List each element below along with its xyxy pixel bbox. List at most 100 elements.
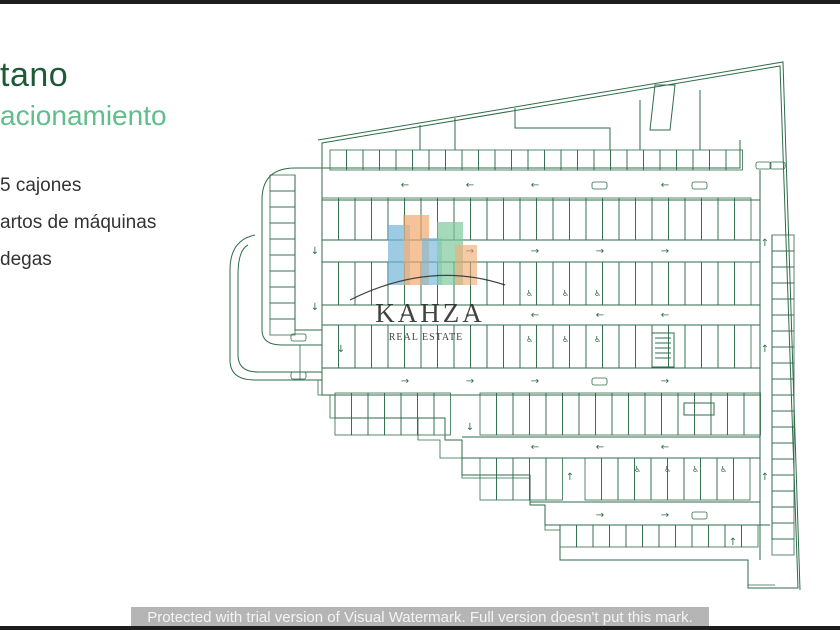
- parking-stall: [519, 261, 537, 306]
- arrow-right-icon: →: [596, 510, 604, 521]
- parking-stall: [593, 149, 611, 171]
- parking-stall: [684, 324, 702, 369]
- parking-stall: [486, 324, 504, 369]
- parking-stall: [651, 197, 669, 241]
- parking-stall: [479, 457, 497, 501]
- parking-stall: [701, 261, 719, 306]
- parking-stall: [536, 261, 554, 306]
- parking-stall: [644, 392, 662, 436]
- parking-stall: [651, 261, 669, 306]
- parking-stall: [269, 174, 296, 192]
- parking-stall: [354, 197, 372, 241]
- arrow-up-icon: ↑: [566, 472, 574, 483]
- parking-stall: [560, 149, 578, 171]
- parking-stall: [519, 324, 537, 369]
- parking-stall: [771, 506, 795, 524]
- arrow-left-icon: ←: [401, 180, 409, 191]
- car-icon: [591, 377, 608, 386]
- parking-stall: [371, 197, 389, 241]
- parking-stall: [602, 197, 620, 241]
- parking-stall: [741, 524, 759, 548]
- parking-stall: [675, 524, 693, 548]
- parking-stall: [585, 261, 603, 306]
- parking-stall: [584, 457, 602, 501]
- parking-stall: [625, 524, 643, 548]
- parking-stall: [552, 261, 570, 306]
- parking-stall: [771, 538, 795, 556]
- kahza-logo: KAHZA REAL ESTATE: [349, 215, 506, 343]
- bullet-item: artos de máquinas: [0, 212, 157, 233]
- parking-stall: [659, 149, 677, 171]
- parking-stall: [379, 149, 397, 171]
- arrow-left-icon: ←: [661, 310, 669, 321]
- parking-stall: [486, 197, 504, 241]
- parking-stall: [694, 392, 712, 436]
- parking-stall: [545, 457, 563, 501]
- arrow-down-icon: ↓: [311, 302, 319, 313]
- parking-stall: [512, 457, 530, 501]
- arrow-down-icon: ↓: [311, 246, 319, 257]
- parking-stall: [371, 324, 389, 369]
- arrow-up-icon: ↑: [729, 537, 737, 548]
- parking-stall: [602, 261, 620, 306]
- parking-stall: [545, 392, 563, 436]
- parking-stall: [346, 149, 364, 171]
- parking-stall: [734, 197, 752, 241]
- bullet-item: 5 cajones: [0, 175, 82, 196]
- parking-stall: [725, 149, 743, 171]
- parking-stall: [529, 457, 547, 501]
- parking-stall: [651, 324, 669, 369]
- parking-stall: [445, 149, 463, 171]
- parking-stall: [367, 392, 385, 436]
- parking-stall: [362, 149, 380, 171]
- arrow-right-icon: →: [531, 376, 539, 387]
- parking-stall: [684, 261, 702, 306]
- parking-stall: [617, 457, 635, 501]
- arrow-left-icon: ←: [401, 310, 409, 321]
- arrow-right-icon: →: [661, 376, 669, 387]
- parking-stall: [585, 197, 603, 241]
- parking-stall: [701, 197, 719, 241]
- arrow-left-icon: ←: [531, 310, 539, 321]
- parking-stall: [658, 524, 676, 548]
- parking-stall: [626, 149, 644, 171]
- plan-markers: ←←←←→→→→←←←←←→→→→←←←→→↓↓↓↓↑↑↑↑↑♿♿♿♿♿♿♿♿♿…: [290, 161, 786, 548]
- parking-stall: [635, 197, 653, 241]
- parking-stall: [479, 392, 497, 436]
- parking-stall: [618, 197, 636, 241]
- parking-stall: [478, 149, 496, 171]
- arrow-down-icon: ↓: [337, 344, 345, 355]
- parking-stall: [618, 261, 636, 306]
- accessible-parking-icon: ♿: [526, 335, 533, 344]
- parking-stall: [428, 149, 446, 171]
- arrow-left-icon: ←: [466, 310, 474, 321]
- parking-stall: [334, 392, 352, 436]
- parking-stall: [717, 197, 735, 241]
- plan-outline: [229, 61, 801, 591]
- parking-stall: [717, 324, 735, 369]
- parking-stall: [569, 197, 587, 241]
- car-icon: [290, 371, 307, 380]
- parking-stall: [771, 234, 795, 252]
- car-icon: [290, 333, 307, 342]
- parking-stall: [668, 324, 686, 369]
- car-icon: [755, 161, 772, 170]
- parking-stall: [412, 149, 430, 171]
- parking-stall: [494, 149, 512, 171]
- parking-stall: [727, 392, 745, 436]
- arrow-right-icon: →: [661, 246, 669, 257]
- parking-stall: [743, 392, 761, 436]
- bottom-border: [0, 626, 840, 630]
- parking-stall: [691, 524, 709, 548]
- accessible-parking-icon: ♿: [692, 465, 699, 474]
- arrow-left-icon: ←: [596, 442, 604, 453]
- parking-stall: [269, 238, 296, 256]
- parking-stall: [771, 522, 795, 540]
- parking-stall: [635, 324, 653, 369]
- parking-stall: [692, 149, 710, 171]
- parking-stall: [578, 392, 596, 436]
- parking-stall: [329, 149, 347, 171]
- car-icon: [591, 181, 608, 190]
- parking-stall: [771, 346, 795, 364]
